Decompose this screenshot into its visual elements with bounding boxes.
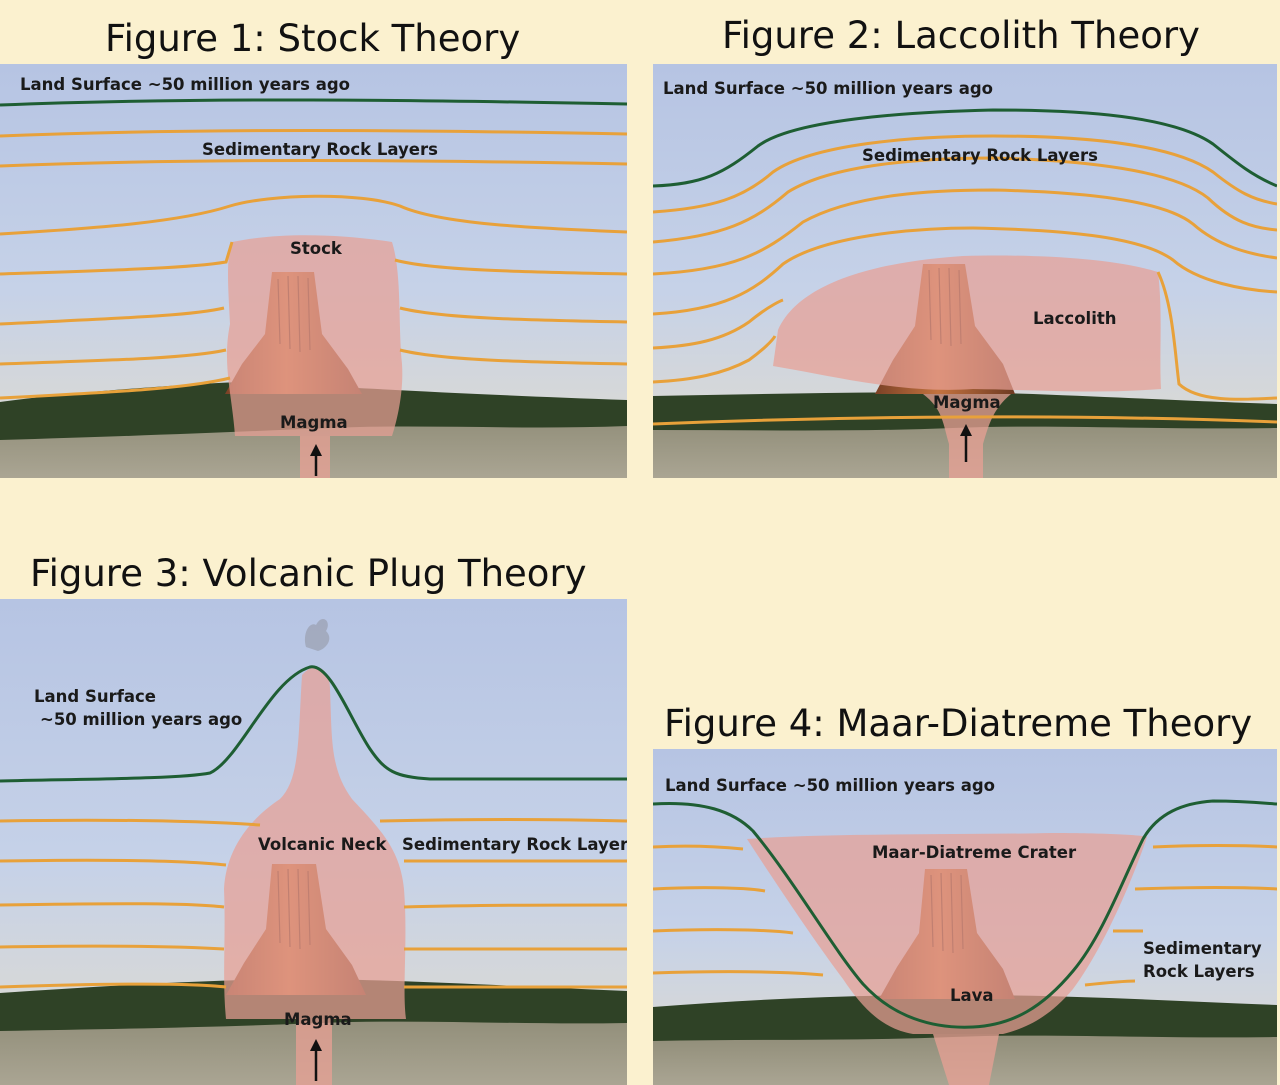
land-surface-label: Land Surface ~50 million years ago bbox=[663, 79, 993, 98]
figure-4-maar-diatreme-diagram: Land Surface ~50 million years ago Maar-… bbox=[653, 749, 1277, 1085]
land-surface-line bbox=[653, 799, 1277, 1029]
land-surface-line bbox=[653, 108, 1277, 188]
sedimentary-rock-layers bbox=[0, 129, 627, 400]
sedimentary-label: Sedimentary Rock Layers bbox=[402, 835, 627, 854]
figure-2-laccolith-diagram: Land Surface ~50 million years ago Sedim… bbox=[653, 64, 1277, 478]
figure-1-stock-diagram: Land Surface ~50 million years ago Sedim… bbox=[0, 64, 627, 478]
laccolith-intrusion bbox=[773, 255, 1161, 392]
sedimentary-rock-layers bbox=[0, 818, 627, 989]
magma-label: Magma bbox=[284, 1010, 352, 1029]
lava-label: Lava bbox=[950, 986, 994, 1005]
magma-label: Magma bbox=[933, 393, 1001, 412]
laccolith-label: Laccolith bbox=[1033, 309, 1117, 328]
volcanic-neck-label: Volcanic Neck bbox=[258, 835, 387, 854]
figure-2-title: Figure 2: Laccolith Theory bbox=[722, 14, 1200, 57]
land-surface-label-line-2: ~50 million years ago bbox=[40, 710, 242, 729]
land-surface-label: Land Surface ~50 million years ago bbox=[665, 776, 995, 795]
stock-intrusion bbox=[226, 235, 403, 436]
sedimentary-label-line-2: Rock Layers bbox=[1143, 962, 1255, 981]
sedimentary-rock-layers bbox=[653, 844, 1277, 987]
maar-diatreme-crater-label: Maar-Diatreme Crater bbox=[872, 843, 1077, 862]
sedimentary-label-line-1: Sedimentary bbox=[1143, 939, 1262, 958]
sedimentary-rock-layers bbox=[653, 134, 1277, 426]
figure-3-title: Figure 3: Volcanic Plug Theory bbox=[30, 552, 587, 595]
magma-conduit bbox=[296, 1019, 332, 1085]
sedimentary-label: Sedimentary Rock Layers bbox=[862, 146, 1098, 165]
volcanic-neck-intrusion bbox=[224, 667, 406, 1019]
stock-label: Stock bbox=[290, 239, 343, 258]
land-surface-line bbox=[0, 665, 627, 783]
magma-label: Magma bbox=[280, 413, 348, 432]
eruption-plume bbox=[304, 618, 330, 651]
figure-1-title: Figure 1: Stock Theory bbox=[105, 17, 521, 60]
land-surface-line bbox=[0, 98, 627, 107]
lava-conduit bbox=[933, 1034, 999, 1085]
maar-diatreme-crater bbox=[747, 833, 1147, 1034]
figure-3-volcanic-plug-diagram: Land Surface ~50 million years ago Volca… bbox=[0, 599, 627, 1085]
sedimentary-label: Sedimentary Rock Layers bbox=[202, 140, 438, 159]
land-surface-label-line-1: Land Surface bbox=[34, 687, 156, 706]
land-surface-label: Land Surface ~50 million years ago bbox=[20, 75, 350, 94]
figure-4-title: Figure 4: Maar-Diatreme Theory bbox=[664, 702, 1253, 745]
